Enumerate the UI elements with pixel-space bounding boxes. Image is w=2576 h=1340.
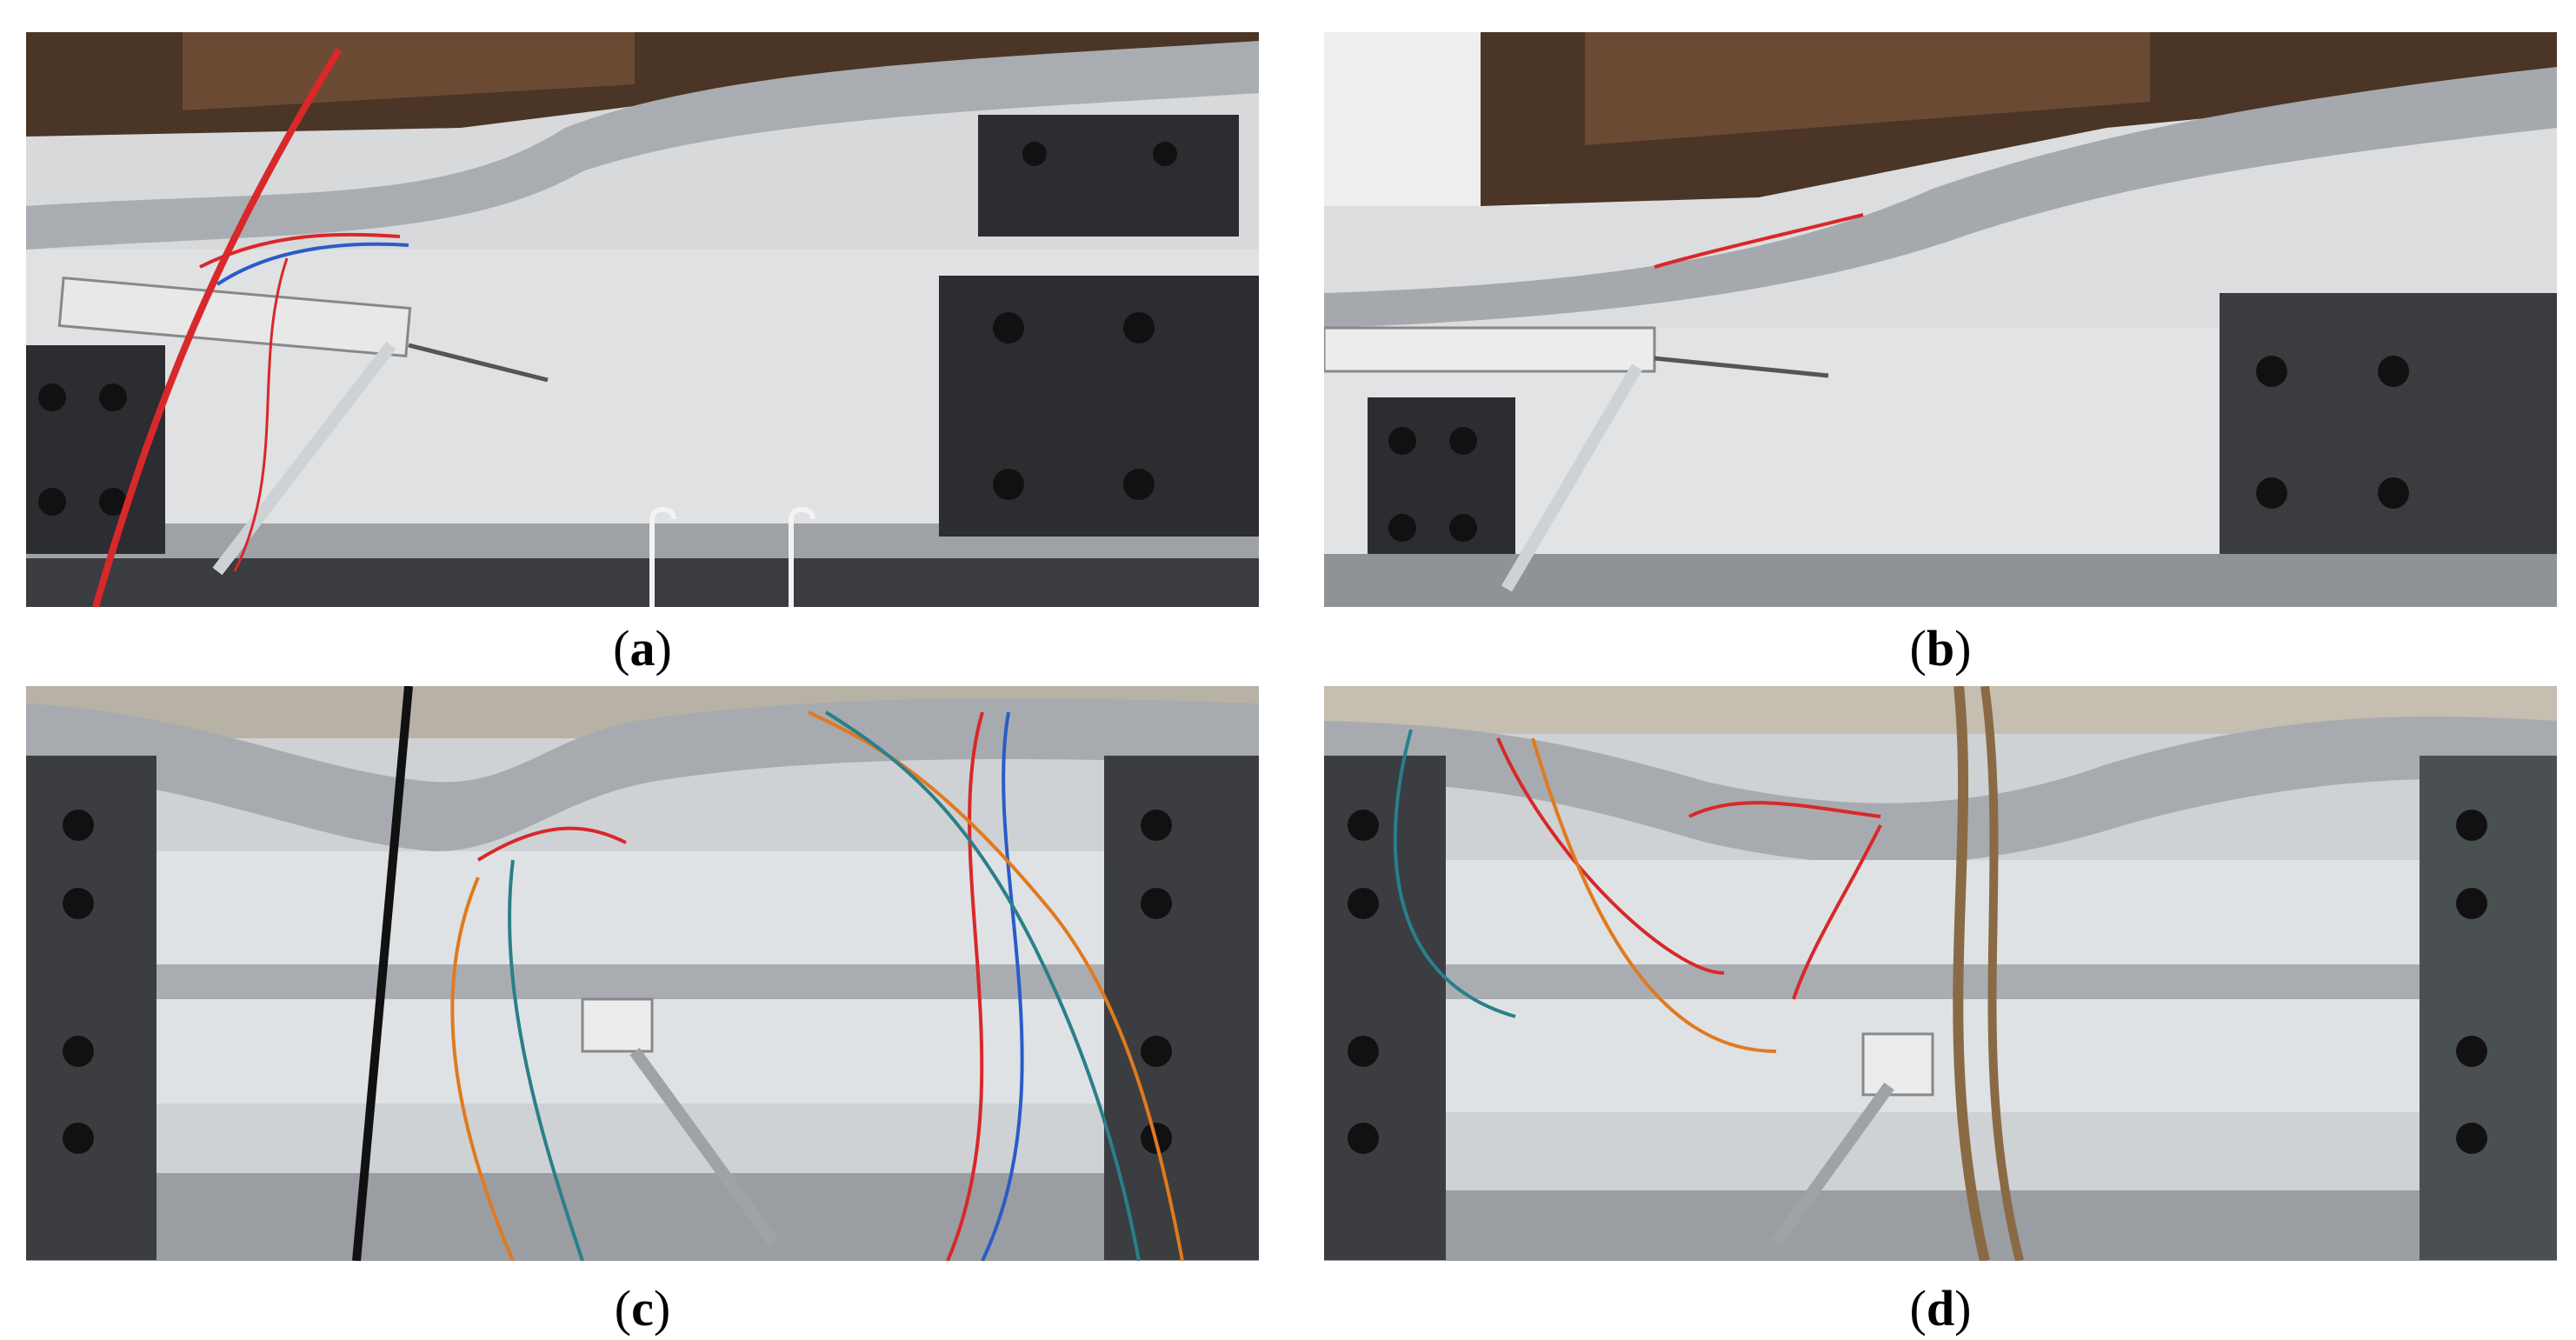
photo-panel-a [26, 32, 1259, 607]
caption-d: (d) [1909, 1280, 1972, 1337]
photo-panel-c [26, 686, 1259, 1261]
caption-b: (b) [1909, 620, 1972, 677]
caption-c: (c) [614, 1280, 671, 1337]
photo-panel-b [1324, 32, 2557, 607]
photo-panel-d [1324, 686, 2557, 1261]
caption-a: (a) [613, 620, 672, 677]
